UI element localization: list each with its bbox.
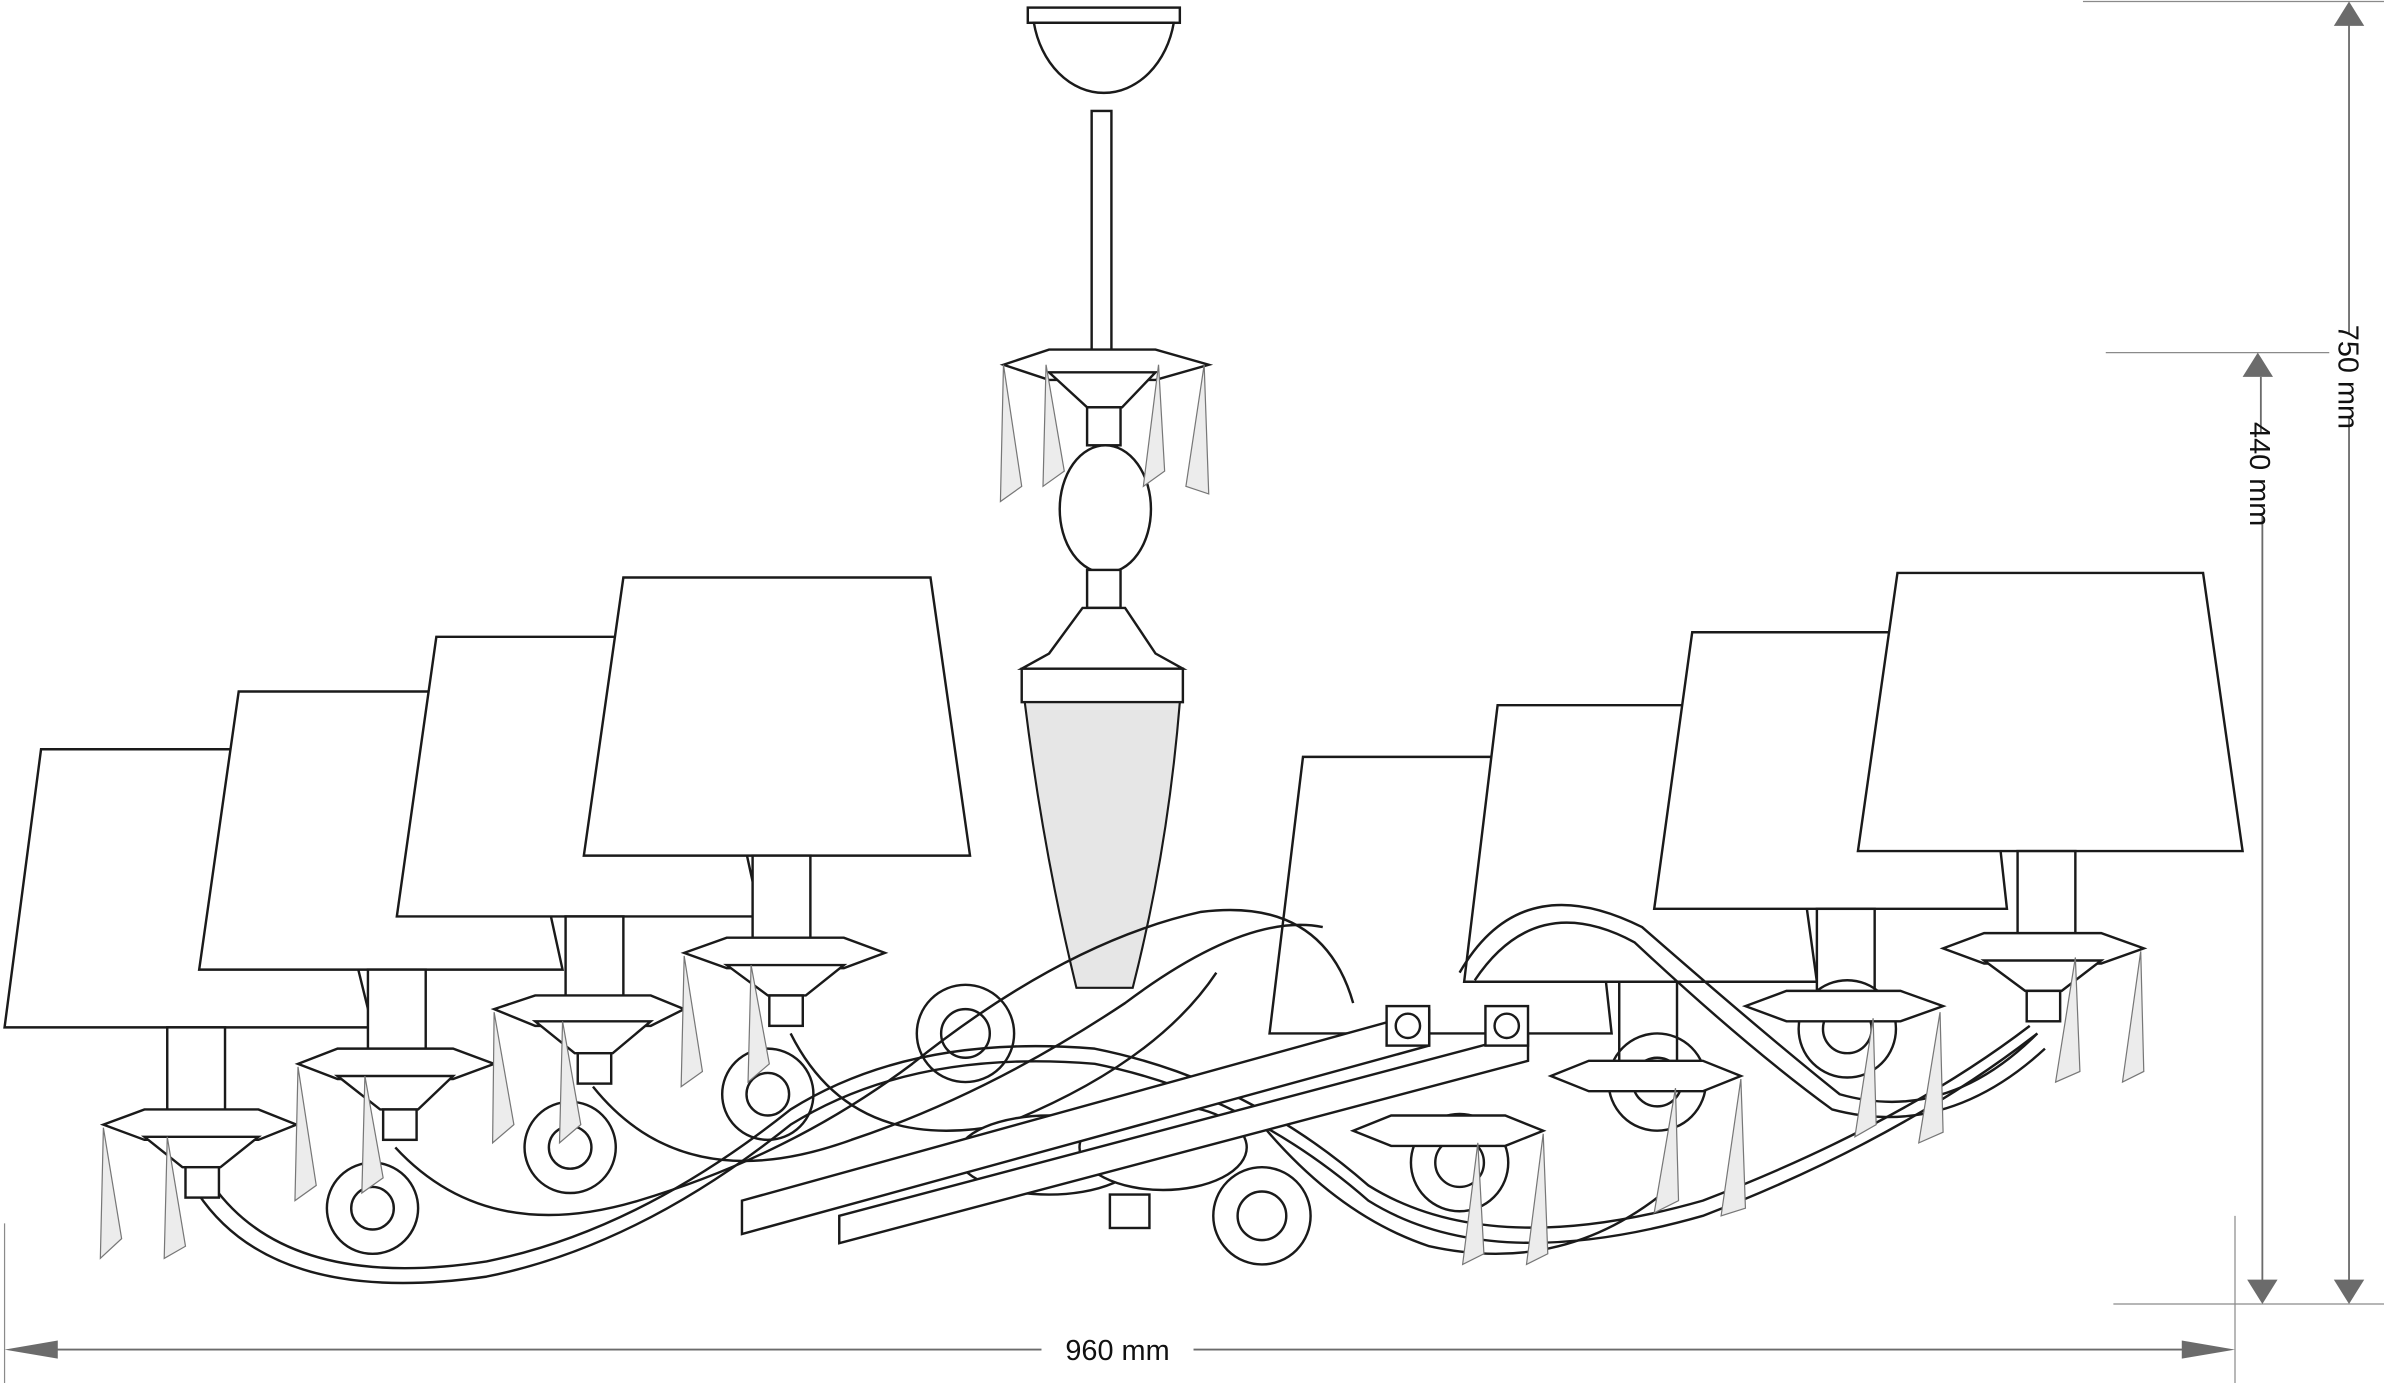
body-height-dimension: 440 mm — [2242, 352, 2278, 1304]
width-label: 960 mm — [1065, 1335, 1169, 1367]
lamp-shades-right — [1268, 571, 2245, 1067]
body-height-label: 440 mm — [2243, 422, 2275, 526]
width-dimension: 960 mm — [4, 1335, 2235, 1367]
ceiling-canopy — [1026, 6, 1182, 353]
total-height-label: 750 mm — [2331, 325, 2363, 429]
total-height-dimension: 750 mm — [2331, 1, 2365, 1304]
dimension-lines — [3, 0, 2384, 1383]
center-crystals — [999, 364, 1210, 503]
candle-cups — [99, 931, 2148, 1199]
central-column — [999, 348, 1214, 989]
arm-crystals — [99, 951, 2145, 1266]
lamp-shades-left — [3, 576, 972, 1113]
cross-beams — [740, 1004, 1530, 1245]
